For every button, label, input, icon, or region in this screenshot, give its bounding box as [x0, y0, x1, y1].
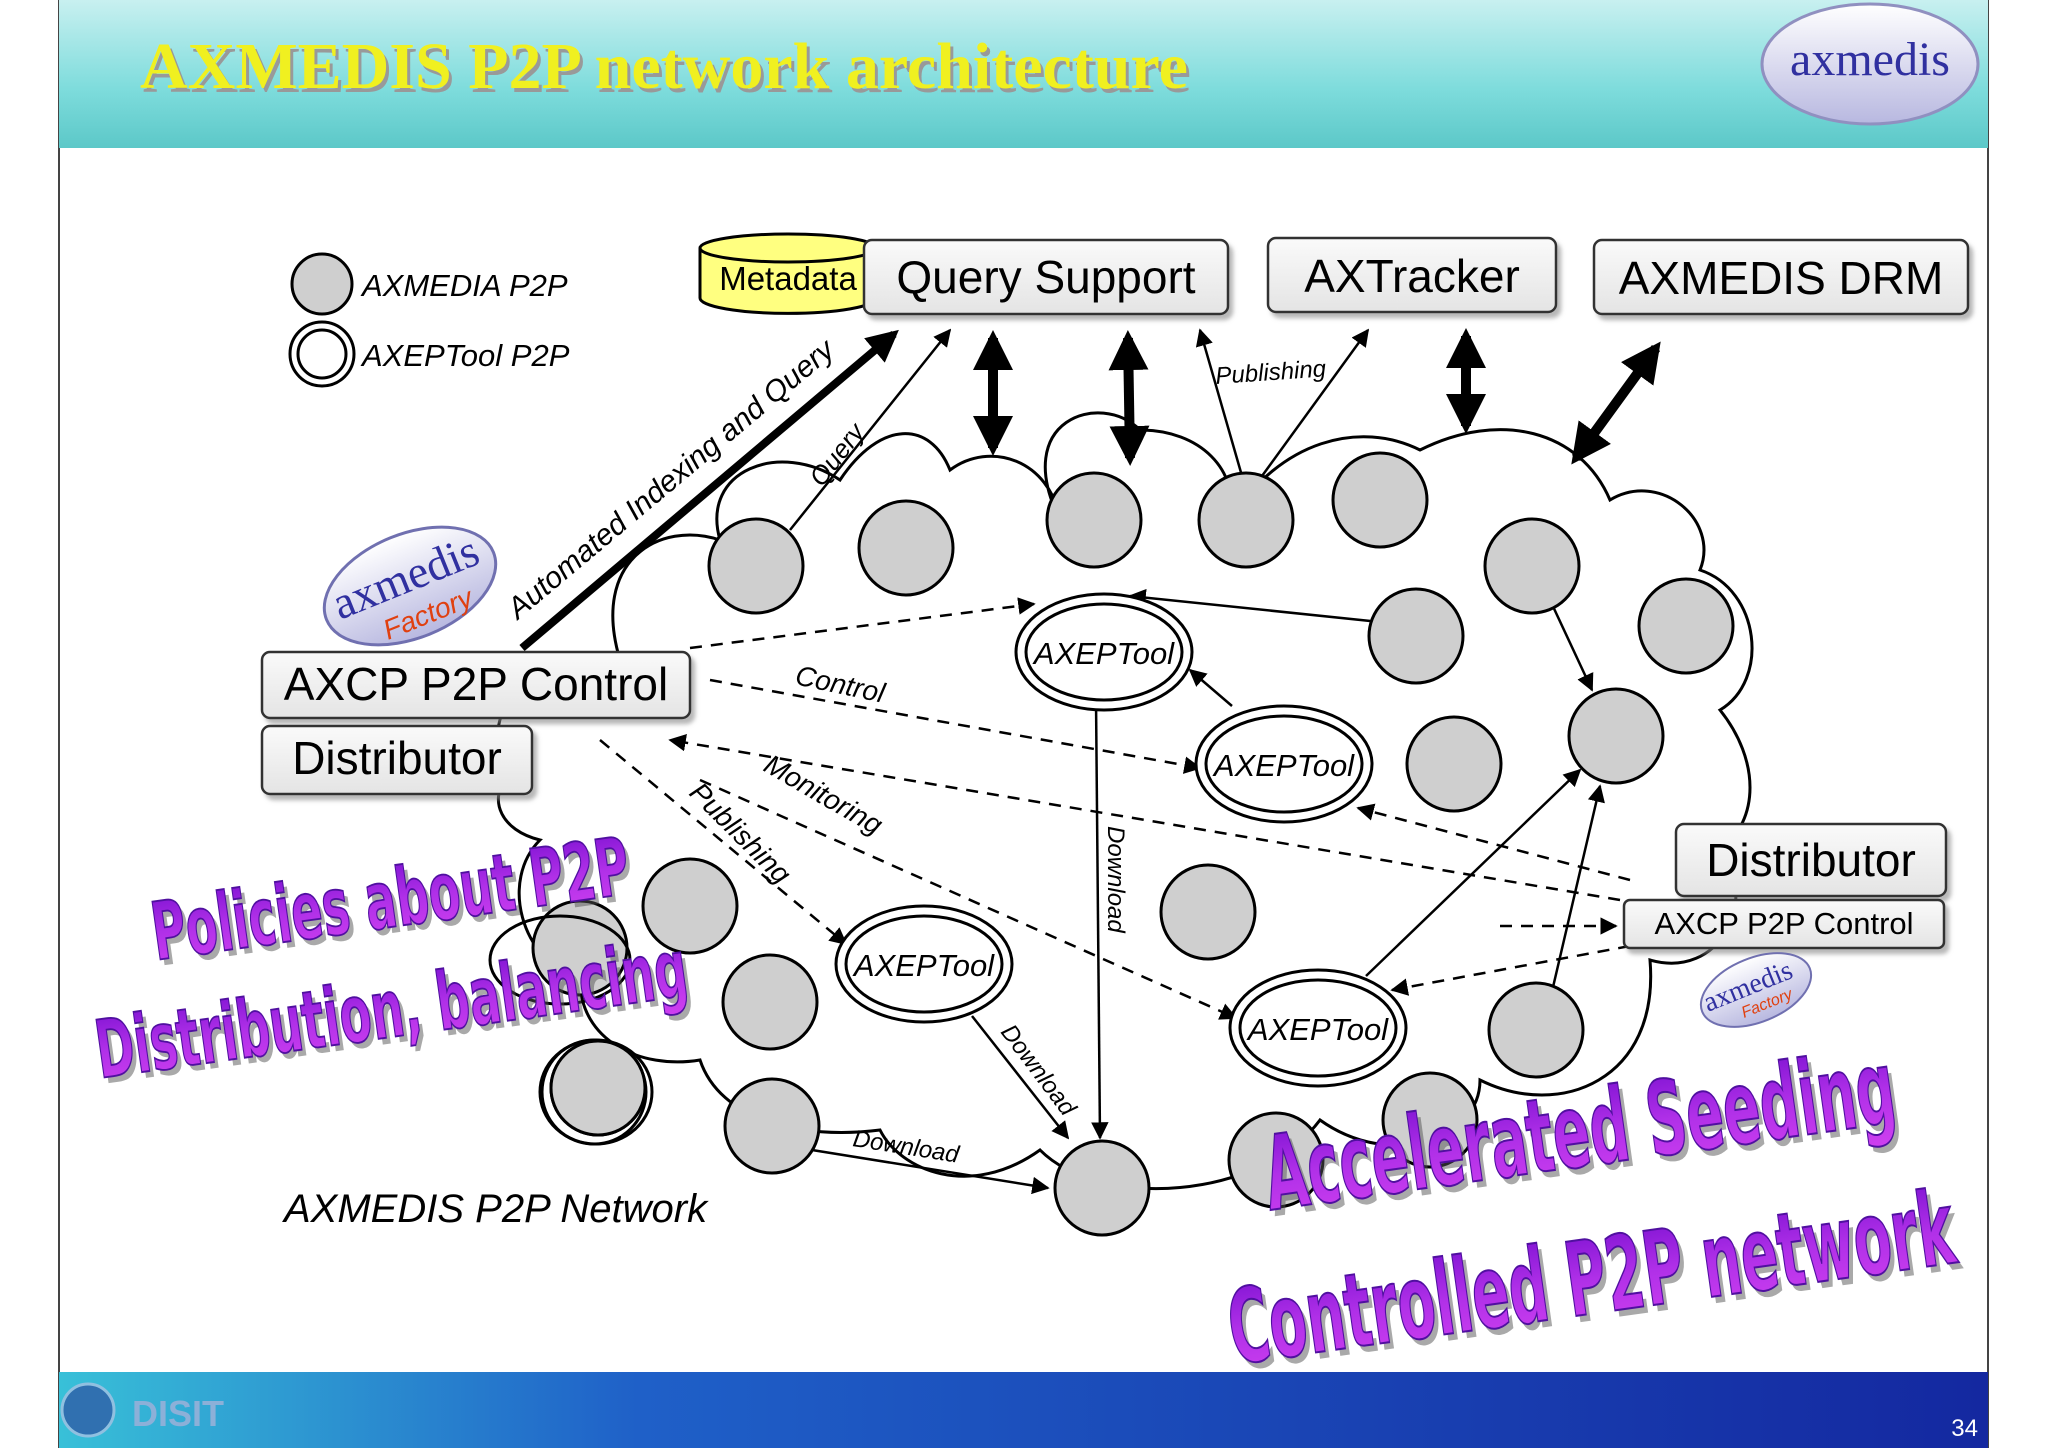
svg-text:AXCP P2P Control: AXCP P2P Control	[284, 658, 668, 710]
peer-node	[1197, 471, 1295, 569]
svg-text:Distributor: Distributor	[292, 732, 502, 784]
svg-text:Metadata: Metadata	[719, 260, 857, 297]
page-number: 34	[1951, 1415, 1978, 1442]
download-label-horizontal: Download	[851, 1125, 961, 1168]
axeptool-node-3: AXEPTool	[834, 904, 1014, 1024]
svg-text:AXEPTool: AXEPTool	[852, 948, 995, 983]
peer-node	[723, 1077, 821, 1175]
svg-text:AXMEDIS DRM: AXMEDIS DRM	[1619, 252, 1944, 304]
thin-links	[789, 328, 1605, 1195]
control-label: Control	[793, 660, 888, 709]
svg-text:AXEPTool: AXEPTool	[1032, 636, 1175, 671]
slide-title: AXMEDIS P2P network architecture	[140, 30, 1188, 103]
svg-text:axmedis: axmedis	[1790, 33, 1950, 86]
right-distributor-box: Distributor	[1674, 822, 1948, 898]
peer-node	[857, 499, 955, 597]
peer-node	[641, 857, 739, 955]
svg-text:DISIT: DISIT	[132, 1393, 224, 1434]
right-axcp-control-box: AXCP P2P Control	[1622, 898, 1946, 950]
metadata-db: Metadata	[698, 232, 878, 315]
publishing-top-label: Publishing	[1215, 355, 1328, 390]
svg-text:AXEPTool: AXEPTool	[1246, 1012, 1389, 1047]
header-band	[59, 0, 1988, 148]
legend: AXMEDIA P2P AXEPTool P2P	[288, 252, 570, 388]
network-label: AXMEDIS P2P Network	[282, 1187, 709, 1231]
peer-node	[1331, 451, 1429, 549]
dashed-links	[599, 597, 1631, 1020]
peer-node	[707, 517, 805, 615]
legend-axeptool-label: AXEPTool P2P	[360, 338, 570, 373]
svg-text:Query Support: Query Support	[896, 251, 1195, 303]
axmedis-factory-logo-right: axmedis Factory	[1699, 952, 1813, 1028]
peer-node	[721, 953, 819, 1051]
legend-axmedia-swatch	[290, 252, 354, 316]
axmedis-logo: axmedis	[1760, 2, 1980, 126]
axmedis-factory-logo-left: axmedis Factory	[322, 525, 498, 647]
legend-axmedia-label: AXMEDIA P2P	[360, 268, 568, 303]
axeptool-nodes: AXEPTool AXEPTool AXEPTool AXEPTool	[540, 592, 1408, 1146]
peer-node	[1567, 687, 1665, 785]
footer-band	[59, 1372, 1988, 1448]
download-label-diagonal: Download	[995, 1019, 1081, 1121]
left-distributor-box: Distributor	[260, 724, 534, 796]
peer-node	[1367, 587, 1465, 685]
disit-logo: DISIT	[60, 1382, 224, 1438]
query-support-box: Query Support	[862, 238, 1230, 316]
svg-text:Distributor: Distributor	[1706, 834, 1916, 886]
peer-node	[1159, 863, 1257, 961]
left-axcp-control-box: AXCP P2P Control	[260, 650, 692, 720]
peer-node	[1227, 1111, 1325, 1209]
peer-node	[1405, 715, 1503, 813]
peer-node	[1487, 981, 1585, 1079]
download-label-vertical: Download	[1102, 826, 1129, 933]
monitoring-label: Monitoring	[759, 748, 888, 840]
peer-node	[1045, 471, 1143, 569]
peer-node	[1483, 517, 1581, 615]
axeptool-node-1: AXEPTool	[1014, 592, 1194, 712]
peer-node	[1637, 577, 1735, 675]
svg-text:AXEPTool: AXEPTool	[1212, 748, 1355, 783]
axeptool-node-4: AXEPTool	[1228, 968, 1408, 1088]
axmedis-drm-box: AXMEDIS DRM	[1592, 238, 1970, 316]
p2p-network-cloud	[495, 411, 1754, 1191]
peer-node	[1053, 1139, 1151, 1237]
axtracker-box: AXTracker	[1266, 236, 1558, 314]
slide-title-shadow: AXMEDIS P2P network architecture	[143, 34, 1191, 107]
svg-text:AXCP P2P Control: AXCP P2P Control	[1654, 906, 1913, 941]
service-links	[519, 328, 1661, 652]
svg-text:AXTracker: AXTracker	[1304, 250, 1520, 302]
axeptool-node-5	[540, 1038, 648, 1146]
peer-node	[1381, 1071, 1479, 1169]
axeptool-node-2: AXEPTool	[1194, 704, 1374, 824]
